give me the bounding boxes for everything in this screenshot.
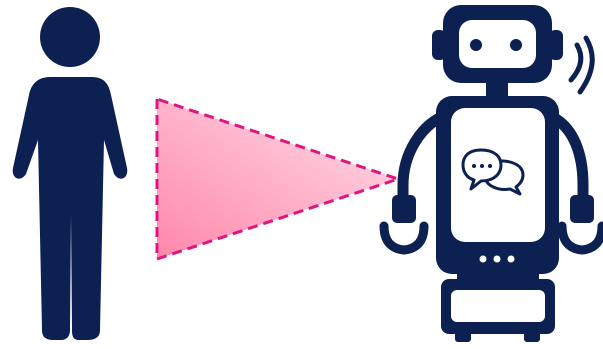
robot-eye-left: [470, 39, 482, 51]
person-body: [13, 77, 128, 340]
robot-eye-right: [510, 39, 522, 51]
service-robot-icon: [384, 5, 602, 342]
vision-cone: [157, 99, 398, 259]
robot-torso: [436, 96, 559, 274]
robot-dot-3: [508, 256, 515, 263]
robot-base: [441, 270, 555, 342]
robot-wheel-right: [524, 332, 540, 342]
person-silhouette-icon: [13, 7, 128, 340]
robot-dot-2: [494, 256, 501, 263]
sound-waves-icon: [571, 38, 592, 92]
person-head: [40, 7, 100, 67]
robot-wheel-left: [455, 332, 471, 342]
robot-head: [432, 5, 563, 83]
robot-dot-1: [480, 256, 487, 263]
